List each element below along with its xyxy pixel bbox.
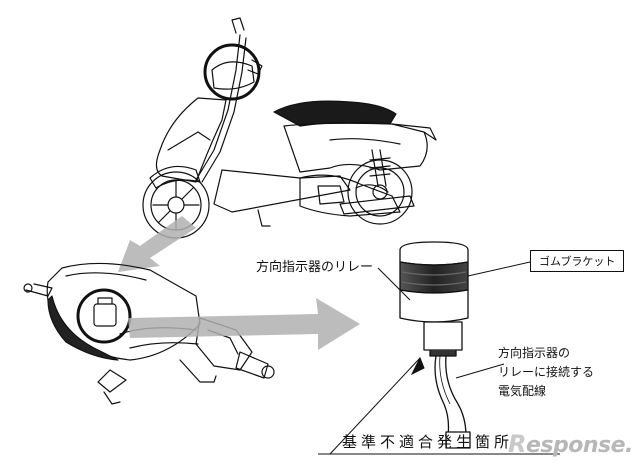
leader-lines <box>318 261 560 455</box>
zoom-arrow-down <box>118 216 196 272</box>
rubber-bracket-callout: ゴムブラケット <box>530 250 625 272</box>
relay-callout: 方向指示器のリレー <box>256 260 374 275</box>
wiring-callout-line-2: リレーに接続する <box>498 365 595 379</box>
response-watermark: Response. <box>508 430 633 458</box>
wiring-callout-line-3: 電気配線 <box>498 384 547 398</box>
scooter-illustration <box>142 17 437 239</box>
wiring-callout: 方向指示器の リレーに接続する 電気配線 <box>498 344 594 401</box>
zoom-arrow-right <box>128 298 360 350</box>
relay-detail <box>399 241 471 449</box>
wiring-callout-line-1: 方向指示器の <box>498 346 571 360</box>
defect-location-callout: 基準不適合発生箇所 <box>342 433 514 451</box>
watermark-mark: R <box>508 430 526 458</box>
watermark-text: esponse. <box>525 433 633 458</box>
